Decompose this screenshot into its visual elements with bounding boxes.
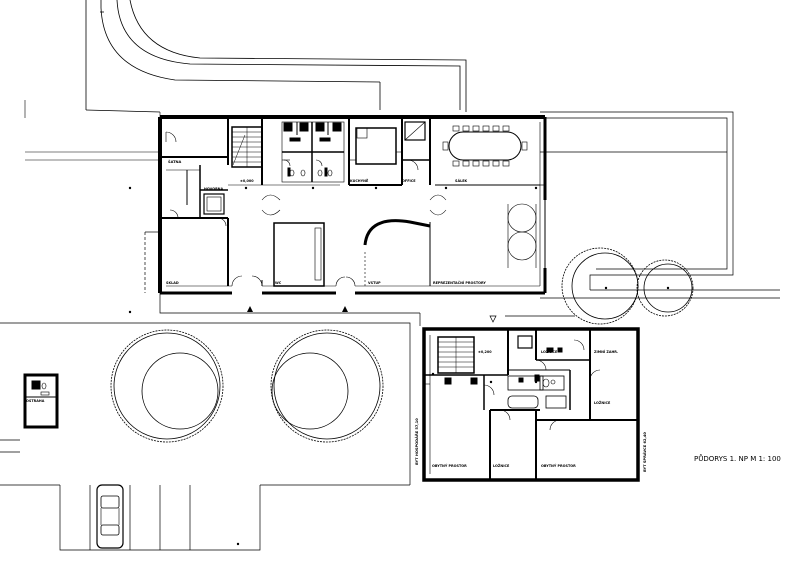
label-byt-spravce: BYT SPRÁVCE 62,40	[642, 432, 647, 472]
residential-walls	[422, 327, 640, 482]
room-labels: ŠATNA HOVORNA SKLAD KUCHYNĚ OFFICE SÁLEK…	[26, 159, 647, 472]
label-loznice-right: LOŽNICE	[594, 400, 611, 405]
label-loznice-mid: LOŽNICE	[493, 463, 510, 468]
column-dots	[128, 186, 670, 546]
label-hovorna: HOVORNA	[204, 187, 224, 191]
label-kuchyne: KUCHYNĚ	[350, 178, 369, 183]
label-level-residential: ±0,200	[478, 350, 492, 354]
guard-house	[23, 373, 59, 429]
terrace-outline	[540, 111, 780, 299]
label-level-main: ±0,000	[240, 179, 254, 183]
label-office: OFFICE	[402, 179, 416, 183]
left-site-lines	[24, 100, 161, 161]
label-zimni-zahrada: ZIMNÍ ZAHR.	[594, 349, 618, 354]
label-sklad: SKLAD	[166, 281, 179, 285]
car-icon	[96, 484, 124, 549]
drawing-title: PŮDORYS 1. NP M 1: 100	[694, 454, 781, 463]
label-reprezentacni-prostory: REPREZENTAČNÍ PROSTORY	[433, 280, 486, 285]
main-building-walls	[158, 115, 547, 295]
label-obytny-prostor-left: OBYTNÝ PROSTOR	[432, 463, 467, 468]
label-satna: ŠATNA	[168, 159, 182, 164]
entrance-markers	[247, 306, 497, 323]
label-byt-hospodare: BYT HOSPODÁŘE 57,10	[414, 418, 419, 465]
site-ground	[0, 231, 575, 551]
label-ostraha: OSTRAHA	[26, 399, 45, 403]
label-wc: WC	[275, 281, 282, 285]
label-loznice-top: LOŽNICE	[541, 349, 558, 354]
tree-circles	[110, 247, 694, 443]
label-vstup: VSTUP	[368, 281, 381, 285]
label-obytny-prostor-right: OBYTNÝ PROSTOR	[541, 463, 576, 468]
main-building-partitions	[160, 117, 540, 287]
curved-driveway	[85, 0, 467, 113]
label-salek: SÁLEK	[455, 178, 468, 183]
